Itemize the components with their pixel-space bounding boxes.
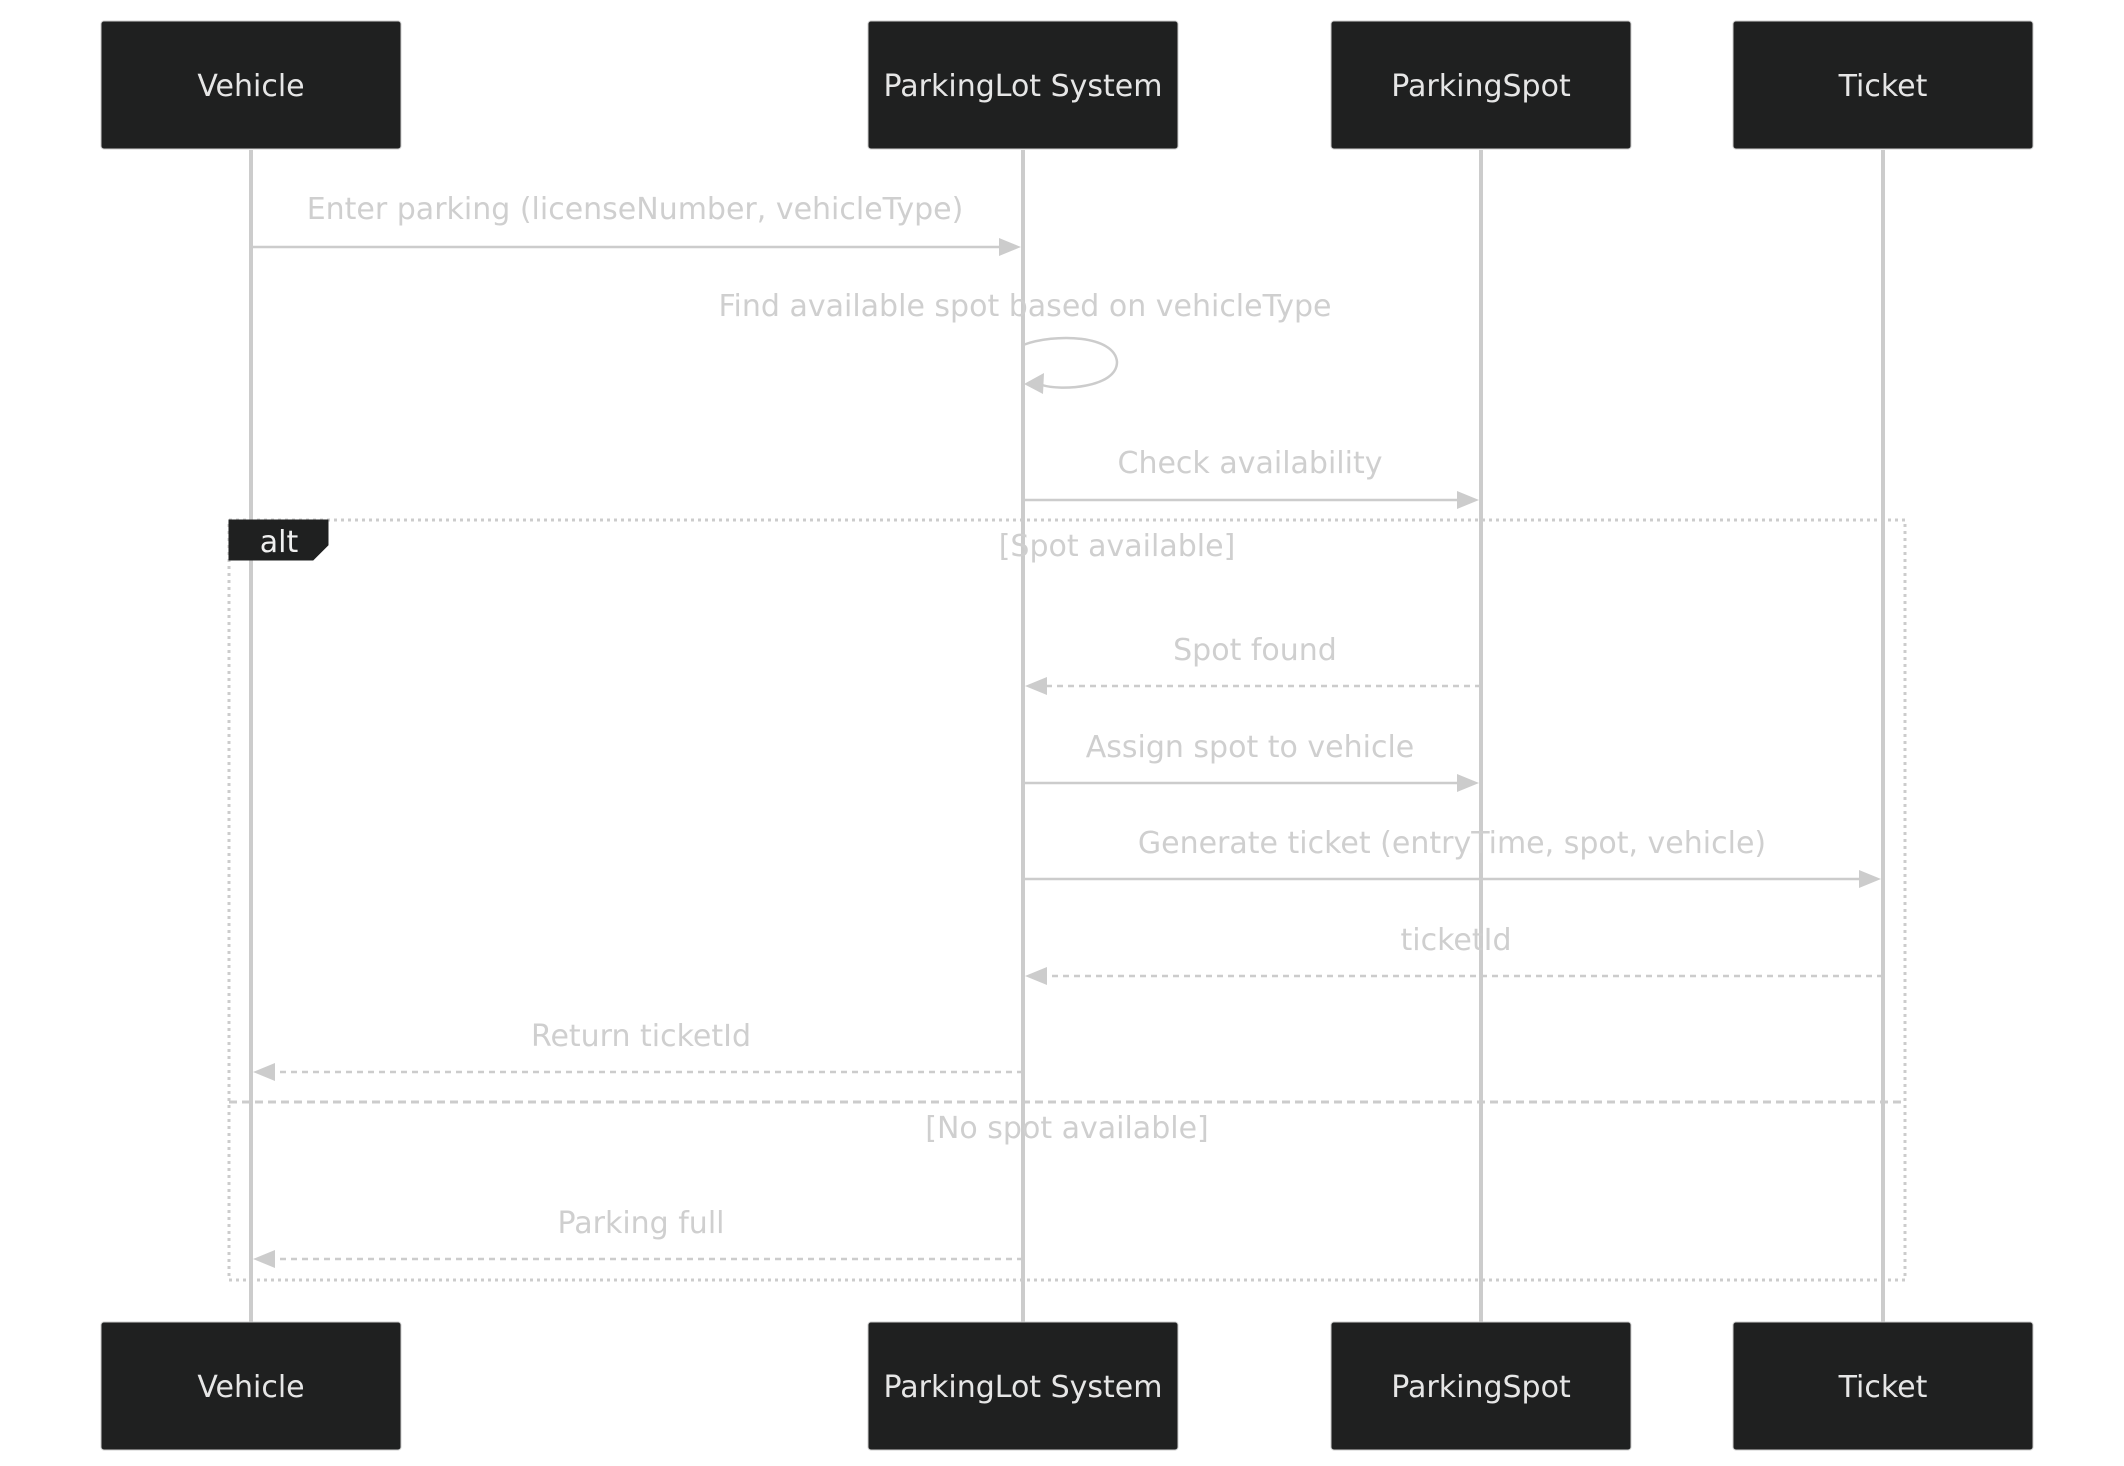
actor-label: ParkingLot System	[884, 1370, 1163, 1405]
message-label: ticketId	[1400, 923, 1511, 958]
alt-frame-label-box	[228, 519, 329, 561]
arrowhead-icon	[253, 1250, 275, 1268]
message-label: Check availability	[1118, 446, 1383, 481]
arrowhead-icon	[1859, 870, 1881, 888]
actor-label: ParkingLot System	[884, 69, 1163, 104]
actor-spot-bottom: ParkingSpot	[1330, 1321, 1632, 1451]
arrowhead-icon	[999, 238, 1021, 256]
actor-vehicle-top: Vehicle	[100, 20, 402, 150]
alt-frame-label: alt	[260, 525, 299, 560]
message-spot-found: Spot found	[1025, 633, 1481, 695]
message-label: Find available spot based on vehicleType	[718, 289, 1331, 324]
message-label: Spot found	[1173, 633, 1337, 668]
message-find-spot: Find available spot based on vehicleType	[718, 289, 1332, 394]
message-ticket-id: ticketId	[1025, 923, 1883, 985]
message-parking-full: Parking full	[253, 1206, 1023, 1268]
message-label: Assign spot to vehicle	[1086, 730, 1415, 765]
actor-label: Ticket	[1838, 69, 1928, 104]
actor-box	[1732, 1321, 2034, 1451]
arrowhead-icon	[253, 1063, 275, 1081]
actor-box	[1732, 20, 2034, 150]
alt-frame: alt [Spot available] [No spot available]	[227, 518, 1907, 1282]
message-label: Enter parking (licenseNumber, vehicleTyp…	[307, 192, 964, 227]
message-check-availability: Check availability	[1023, 446, 1479, 509]
actor-label: ParkingSpot	[1391, 1370, 1571, 1405]
actor-ticket-bottom: Ticket	[1732, 1321, 2034, 1451]
actor-box	[1330, 1321, 1632, 1451]
actor-label: Ticket	[1838, 1370, 1928, 1405]
alt-condition-2: [No spot available]	[925, 1111, 1208, 1146]
actor-box	[867, 1321, 1179, 1451]
alt-frame-border	[227, 518, 1907, 1282]
message-assign-spot: Assign spot to vehicle	[1023, 730, 1479, 792]
arrowhead-icon	[1025, 677, 1047, 695]
message-label: Generate ticket (entryTime, spot, vehicl…	[1138, 826, 1766, 861]
actor-label: ParkingSpot	[1391, 69, 1571, 104]
arrowhead-icon	[1024, 373, 1044, 394]
arrowhead-icon	[1025, 967, 1047, 985]
self-loop-line	[1022, 336, 1119, 389]
actor-box	[100, 20, 402, 150]
message-return-ticket-id: Return ticketId	[253, 1019, 1023, 1081]
actor-label: Vehicle	[197, 1370, 304, 1405]
actor-label: Vehicle	[197, 69, 304, 104]
actor-box	[100, 1321, 402, 1451]
actor-system-bottom: ParkingLot System	[867, 1321, 1179, 1451]
actor-ticket-top: Ticket	[1732, 20, 2034, 150]
message-label: Parking full	[557, 1206, 724, 1241]
actor-box	[1330, 20, 1632, 150]
message-label: Return ticketId	[531, 1019, 751, 1054]
message-enter-parking: Enter parking (licenseNumber, vehicleTyp…	[251, 192, 1021, 256]
alt-condition-1: [Spot available]	[999, 529, 1236, 564]
actor-spot-top: ParkingSpot	[1330, 20, 1632, 150]
message-generate-ticket: Generate ticket (entryTime, spot, vehicl…	[1023, 826, 1881, 888]
arrowhead-icon	[1457, 491, 1479, 509]
actor-box	[867, 20, 1179, 150]
actor-vehicle-bottom: Vehicle	[100, 1321, 402, 1451]
actor-system-top: ParkingLot System	[867, 20, 1179, 150]
arrowhead-icon	[1457, 774, 1479, 792]
